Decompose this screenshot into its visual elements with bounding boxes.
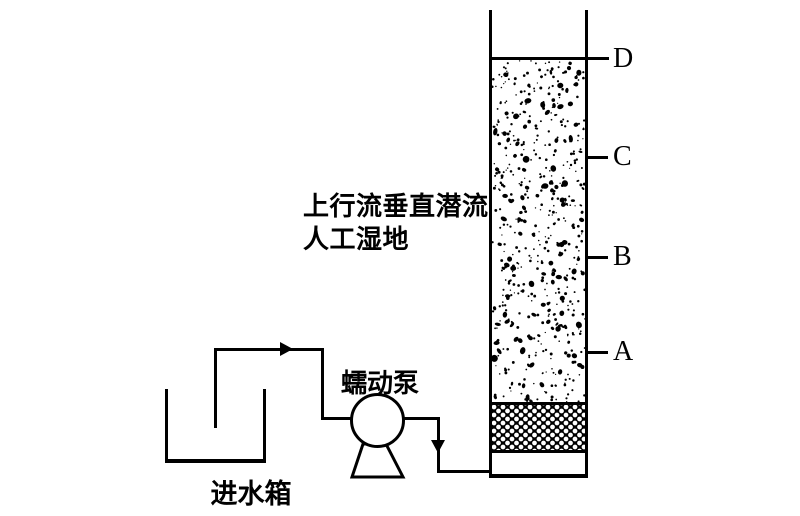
port-tick-a [586, 351, 608, 354]
diagram-title: 上行流垂直潜流 人工湿地 [303, 190, 489, 256]
tank-left-wall [165, 389, 168, 463]
gravel-support-layer [492, 402, 585, 453]
port-label-a: A [613, 336, 634, 367]
port-tick-c [586, 156, 608, 159]
pump-head-icon [350, 393, 405, 448]
pipe-down-to-pump [321, 348, 324, 420]
pipe-into-pump [321, 417, 353, 420]
diagram-title-line1: 上行流垂直潜流 [303, 192, 489, 221]
column-bottom-line [489, 474, 588, 478]
substrate-stipple-fill [492, 60, 585, 402]
column-right-wall [585, 10, 588, 478]
pipe-top-horizontal [214, 348, 324, 351]
pump-label: 蠕动泵 [340, 369, 419, 398]
media-top-line [489, 57, 609, 60]
tank-right-wall [263, 389, 266, 463]
diagram-title-line2: 人工湿地 [303, 225, 410, 254]
tank-label: 进水箱 [210, 479, 292, 509]
flow-arrow-right-icon [280, 342, 293, 356]
tank-bottom [165, 459, 266, 463]
flow-arrow-down-icon [431, 440, 445, 453]
pipe-column-inlet [437, 470, 492, 473]
pipe-out-of-pump [403, 417, 440, 420]
port-label-b: B [613, 241, 632, 272]
port-label-d: D [613, 43, 634, 74]
port-label-c: C [613, 141, 632, 172]
pipe-suction [214, 348, 217, 428]
column-left-wall [489, 10, 492, 478]
port-tick-b [586, 256, 608, 259]
